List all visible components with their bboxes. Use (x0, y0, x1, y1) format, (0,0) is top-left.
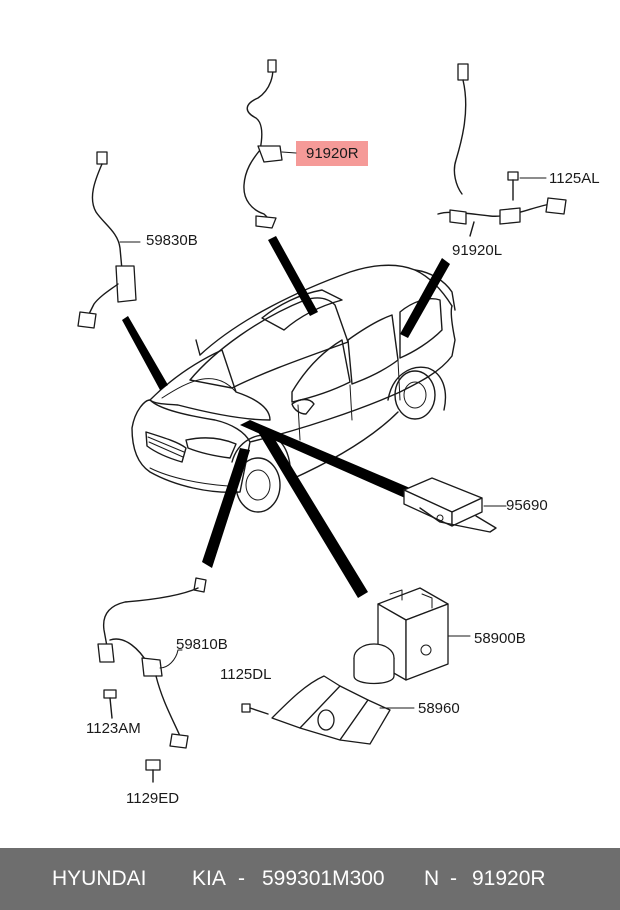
footer-separator-2: - (450, 867, 457, 890)
callout-91920l[interactable]: 91920L (452, 242, 503, 259)
car-illustration (131, 264, 456, 513)
callout-1125dl[interactable]: 1125DL (220, 666, 272, 683)
callout-1129ed[interactable]: 1129ED (126, 790, 180, 807)
callout-58900b[interactable]: 58900B (474, 630, 526, 647)
footer-part-number: 599301M300 (262, 867, 385, 890)
sensor-91920l-drawing (437, 63, 567, 237)
hecu-58900b-drawing (353, 587, 471, 685)
sensor-91920r-drawing (243, 59, 297, 229)
footer-brand: HYUNDAI (52, 867, 147, 890)
callout-1123am[interactable]: 1123AM (86, 720, 141, 737)
pointer-arrows (122, 236, 450, 598)
callout-1125al[interactable]: 1125AL (549, 170, 600, 187)
footer-n-value: 91920R (472, 867, 546, 890)
highlight-91920r (296, 141, 368, 166)
callout-58960[interactable]: 58960 (418, 700, 460, 717)
sensor-59830b-drawing (77, 151, 141, 329)
exploded-parts-diagram (77, 59, 567, 783)
bracket-58960-drawing (241, 675, 415, 745)
callout-59830b[interactable]: 59830B (146, 232, 198, 249)
sensor-95690-drawing (403, 477, 507, 533)
callout-91920r[interactable]: 91920R (306, 145, 359, 162)
sensor-59810b-drawing (97, 577, 207, 783)
footer-bar: HYUNDAI KIA - 599301M300 N - 91920R (0, 848, 620, 910)
footer-n-label: N (424, 867, 440, 890)
callout-95690[interactable]: 95690 (506, 497, 548, 514)
footer-make: KIA (192, 867, 226, 890)
footer-separator-1: - (238, 867, 245, 890)
callout-59810b[interactable]: 59810B (176, 636, 228, 653)
